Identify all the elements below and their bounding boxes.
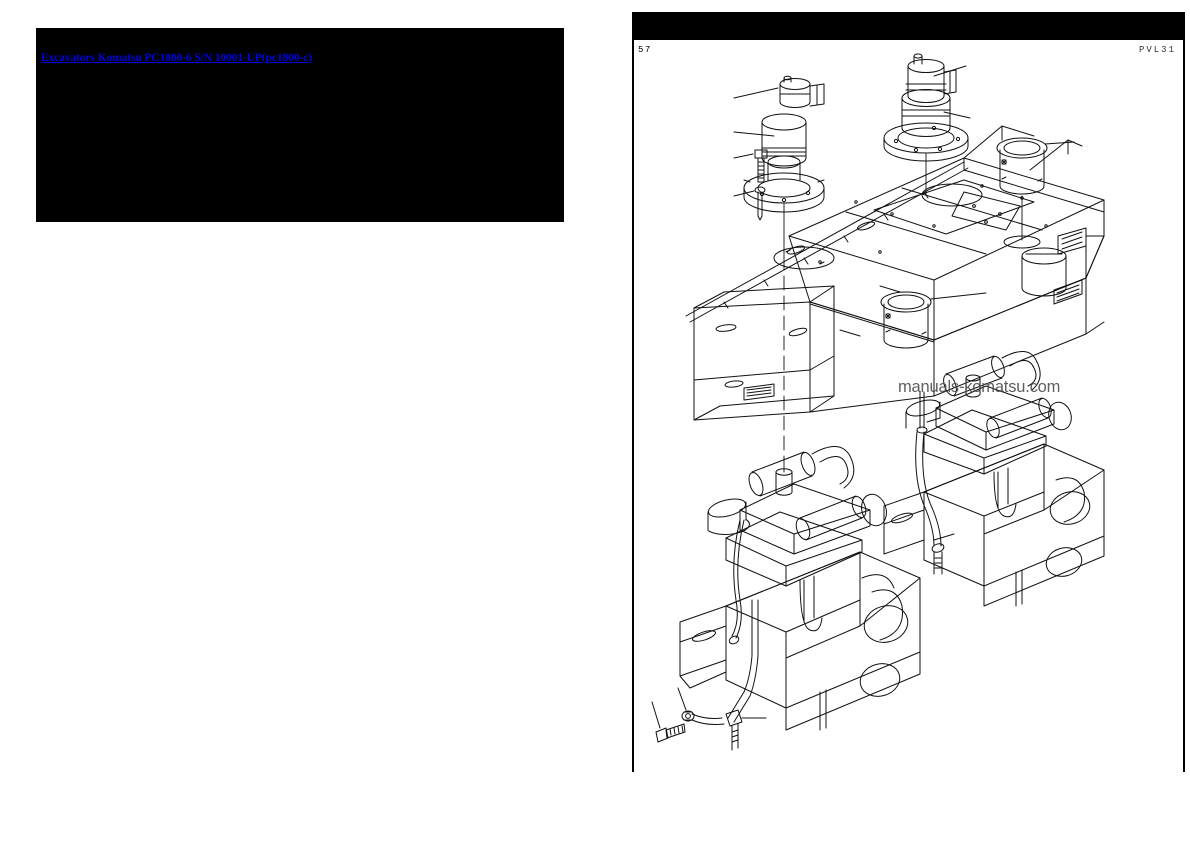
leader-line-5-front (930, 292, 987, 300)
leader-line-4 (733, 190, 755, 197)
engine-hood-body (685, 125, 1105, 421)
rod-assembly-bottom (651, 599, 767, 751)
hood-center-mount-hole (921, 183, 983, 207)
sheet-header-bar (632, 12, 1185, 40)
document-title-link[interactable]: Excavators Komatsu PC1800-6 S/N 10001-UP… (41, 52, 312, 64)
leader-line-5-upper-right (1044, 141, 1075, 145)
engine-assembly-main (679, 446, 921, 731)
air-cleaner-stack-left (743, 113, 825, 473)
engine-assembly-right (883, 351, 1105, 607)
page-number: 57 (638, 45, 652, 55)
parts-diagram-sheet: 57 PVL31 (630, 12, 1186, 772)
hood-left-mount-hole (773, 246, 835, 270)
leader-line-1-right (943, 111, 971, 119)
sheet-code: PVL31 (1138, 45, 1176, 55)
document-link-panel: Excavators Komatsu PC1800-6 S/N 10001-UP… (36, 28, 564, 222)
sheet-frame-left-border (632, 40, 634, 772)
bolt-item-3 (754, 149, 768, 183)
sheet-frame-right-border (1183, 40, 1185, 772)
site-watermark: manuals-komatsu.com (898, 378, 1061, 396)
pre-cleaner-cap-left (779, 75, 825, 108)
technical-drawing (634, 40, 1183, 772)
leader-line-1-left (733, 131, 775, 137)
title-link-row: Excavators Komatsu PC1800-6 S/N 10001-UP… (41, 48, 561, 64)
pin-item-4 (754, 186, 766, 221)
air-cleaner-stack-right (883, 53, 969, 196)
breather-cap-right-on-hood (1021, 247, 1067, 297)
leader-line-2-right (933, 65, 967, 77)
breather-cap-upper-right (996, 137, 1048, 249)
rod-item-6-right (915, 391, 955, 575)
leader-line-3 (733, 153, 754, 159)
breather-cap-front-box (880, 291, 932, 349)
exploded-assembly-drawing (651, 53, 1105, 751)
leader-line-2-left (733, 87, 779, 99)
